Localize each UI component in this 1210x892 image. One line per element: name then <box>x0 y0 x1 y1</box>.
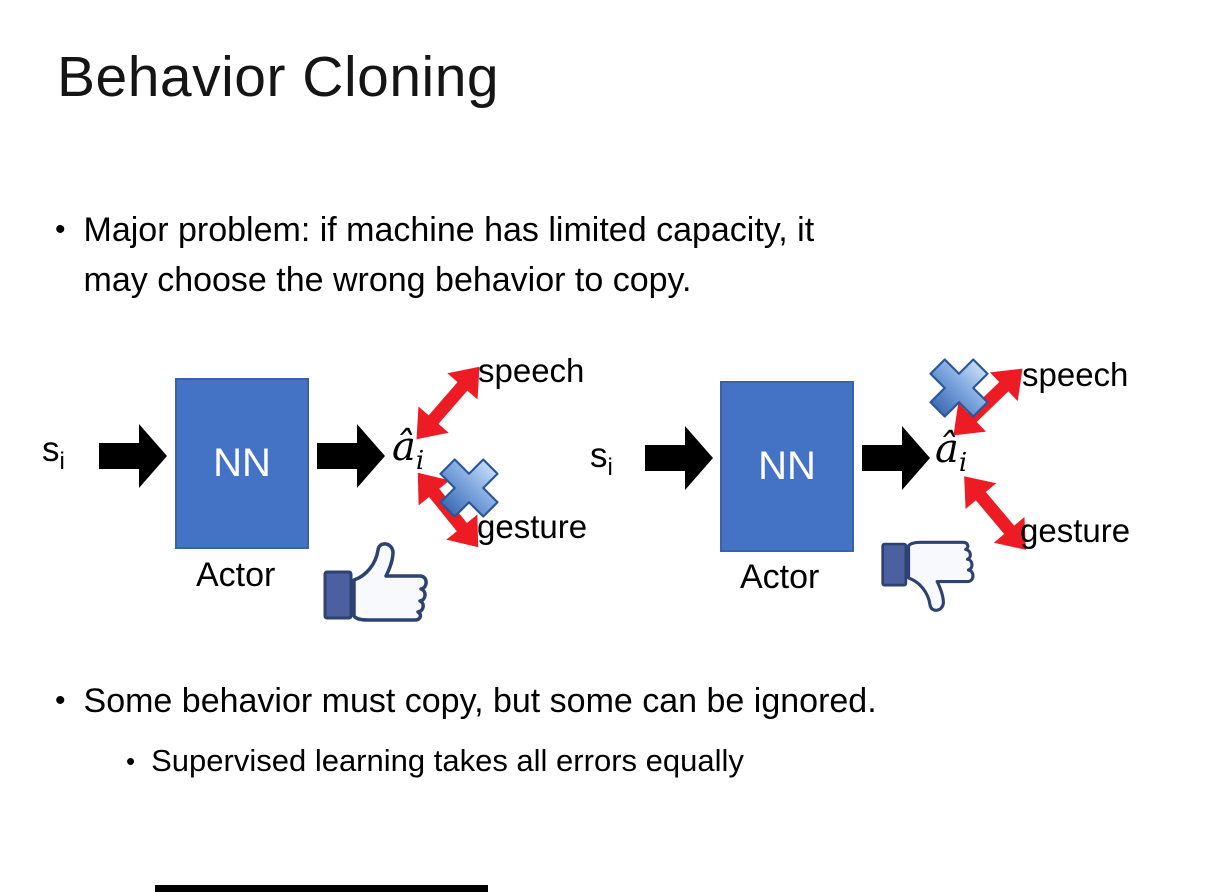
bullet-glyph: • <box>55 684 66 717</box>
bullet-text: Some behavior must copy, but some can be… <box>83 682 877 720</box>
right-output-arrow-icon <box>862 426 930 490</box>
bullet-glyph: • <box>126 746 136 776</box>
slide-title: Behavior Cloning <box>57 45 500 109</box>
left-nn-box: NN <box>175 378 309 549</box>
bullet-major-problem: • Major problem: if machine has limited … <box>55 205 814 305</box>
left-output-arrow-icon <box>317 424 385 488</box>
right-gesture-arrow-icon <box>964 476 1026 550</box>
bullet-line-2: may choose the wrong behavior to copy. <box>83 261 692 299</box>
left-input-state-label: si <box>42 430 65 475</box>
left-speech-arrow-icon <box>416 366 480 440</box>
bullet-line-1: Major problem: if machine has limited ca… <box>83 211 815 249</box>
left-actor-label: Actor <box>196 556 276 594</box>
left-speech-label: speech <box>478 352 585 389</box>
left-cross-out-icon <box>439 458 499 518</box>
right-input-state-label: si <box>590 436 613 481</box>
sub-bullet-text: Supervised learning takes all errors equ… <box>151 743 744 778</box>
thumbs-up-icon <box>323 542 428 622</box>
right-speech-label: speech <box>1022 356 1129 393</box>
right-actor-label: Actor <box>740 558 820 596</box>
right-output-action-label: âi <box>935 426 968 478</box>
left-output-action-label: âi <box>392 424 425 476</box>
bullet-glyph: • <box>55 213 66 246</box>
right-nn-label: NN <box>758 444 816 488</box>
right-cross-out-icon <box>929 358 989 418</box>
right-gesture-label: gesture <box>1020 512 1131 549</box>
thumbs-down-icon <box>881 540 975 612</box>
bullet-some-behavior: • Some behavior must copy, but some can … <box>55 676 877 726</box>
left-gesture-label: gesture <box>477 508 588 545</box>
sub-bullet-supervised: • Supervised learning takes all errors e… <box>126 738 744 784</box>
right-input-arrow-icon <box>645 426 713 490</box>
left-input-arrow-icon <box>99 424 167 488</box>
cropped-bottom-element <box>155 885 488 892</box>
left-nn-label: NN <box>213 441 271 485</box>
right-nn-box: NN <box>720 381 854 552</box>
